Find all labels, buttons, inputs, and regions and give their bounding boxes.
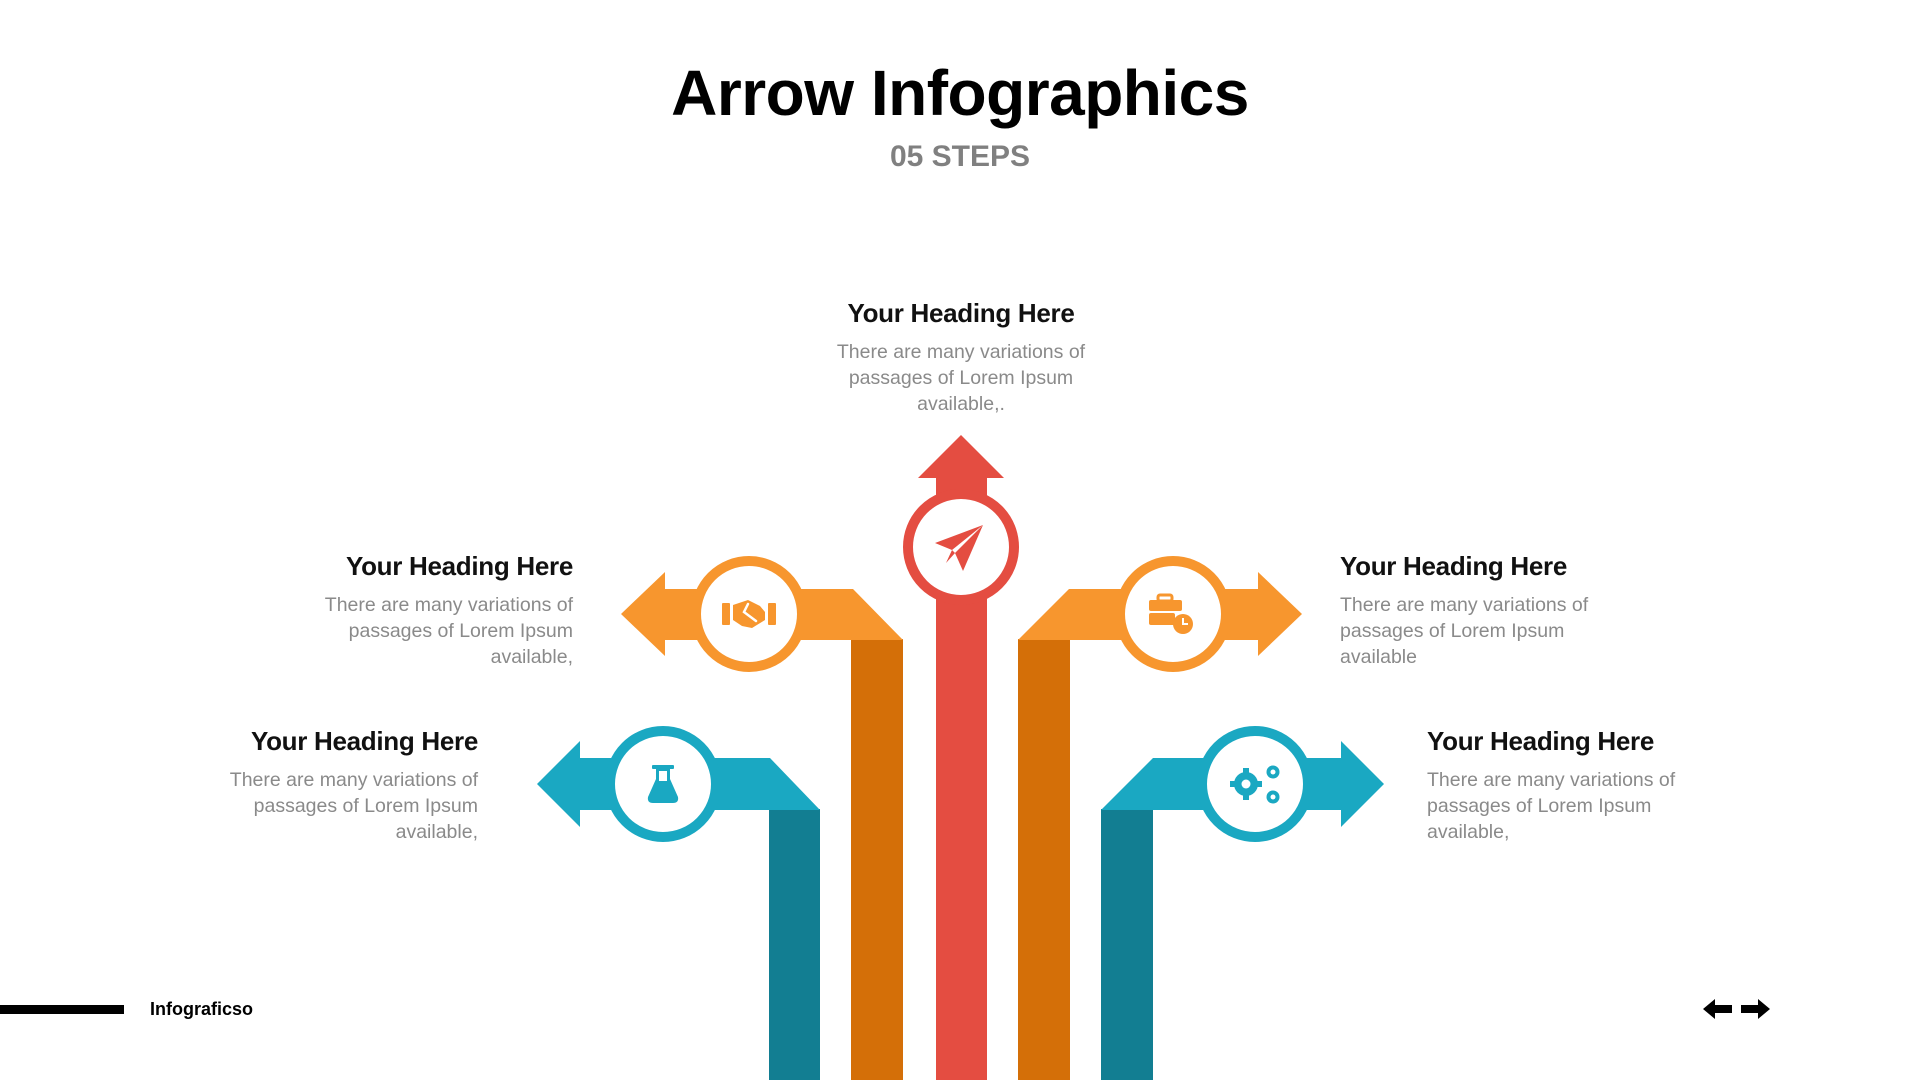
step-heading: Your Heading Here: [345, 551, 573, 581]
paper-plane-icon: [935, 525, 983, 571]
step-heading: Your Heading Here: [250, 726, 478, 756]
step-heading: Your Heading Here: [847, 298, 1075, 328]
red-up-arrow: [903, 435, 1019, 1080]
teal-right-arrow: [1101, 726, 1384, 842]
step-left-lower-text: Your Heading Here There are many variati…: [188, 725, 479, 845]
orange-left-stem: [851, 639, 903, 1080]
step-body: There are many variations of passages of…: [229, 769, 478, 843]
arrow-right-icon: [1741, 999, 1770, 1019]
handshake-icon: [722, 600, 776, 628]
step-heading: Your Heading Here: [1340, 551, 1568, 581]
step-top-text: Your Heading Here There are many variati…: [816, 297, 1106, 417]
step-body: There are many variations of passages of…: [324, 594, 573, 668]
next-slide-button[interactable]: [1740, 998, 1770, 1020]
step-heading: Your Heading Here: [1427, 726, 1655, 756]
arrow-left-icon: [1703, 999, 1732, 1019]
previous-slide-button[interactable]: [1703, 998, 1733, 1020]
teal-right-stem: [1101, 809, 1153, 1080]
flask-icon: [647, 765, 679, 803]
footer-brand: Infograficso: [150, 999, 254, 1019]
step-right-upper-text: Your Heading Here There are many variati…: [1340, 550, 1630, 670]
orange-right-stem: [1018, 639, 1070, 1080]
page-title: Arrow Infographics: [671, 57, 1249, 129]
step-body: There are many variations of passages of…: [1427, 769, 1676, 843]
step-body: There are many variations of passages of…: [836, 341, 1086, 415]
footer-bar: [0, 1005, 124, 1014]
briefcase-clock-icon: [1149, 593, 1193, 634]
teal-left-stem: [769, 809, 820, 1080]
step-body: There are many variations of passages of…: [1340, 594, 1589, 668]
step-right-lower-text: Your Heading Here There are many variati…: [1427, 725, 1717, 845]
gears-icon: [1230, 765, 1280, 804]
page-subtitle: 05 STEPS: [889, 140, 1031, 173]
step-left-upper-text: Your Heading Here There are many variati…: [283, 550, 574, 670]
